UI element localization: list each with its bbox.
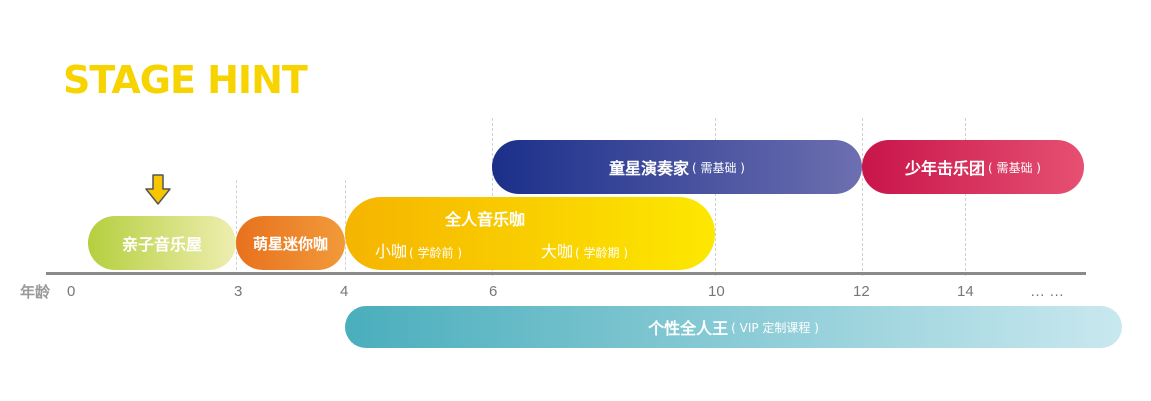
guide-line-10 (715, 118, 716, 276)
stage-cute-star-label: 萌星迷你咖 (252, 234, 328, 253)
tick-0: 0 (67, 283, 76, 300)
guide-line-3 (236, 180, 237, 275)
stage-vip-label: 个性全人王 (648, 319, 729, 338)
stage-star-performer-note: ( 需基础 ) (692, 160, 745, 175)
stage-all-round: 全人音乐咖 小咖( 学龄前 ) 大咖( 学龄期 ) (345, 197, 715, 270)
tick-14: 14 (957, 283, 974, 300)
stage-star-performer: 童星演奏家 ( 需基础 ) (492, 140, 862, 194)
tick-12: 12 (853, 283, 870, 300)
stage-vip: 个性全人王 ( VIP 定制课程 ) (345, 306, 1122, 348)
age-axis (46, 272, 1086, 275)
stage-vip-note: ( VIP 定制课程 ) (731, 320, 819, 335)
stage-all-round-label: 全人音乐咖 (445, 210, 526, 229)
stage-youth-band-label: 少年击乐团 (904, 159, 985, 178)
stage-star-performer-label: 童星演奏家 (608, 159, 689, 178)
tick-more: … … (1030, 283, 1065, 300)
stage-cute-star: 萌星迷你咖 (236, 216, 345, 270)
stage-youth-band: 少年击乐团 ( 需基础 ) (862, 140, 1084, 194)
age-axis-label: 年龄 (20, 283, 51, 301)
tick-6: 6 (489, 283, 498, 300)
stage-parent-child: 亲子音乐屋 (88, 216, 236, 270)
stage-parent-child-label: 亲子音乐屋 (121, 235, 202, 254)
guide-line-14 (965, 118, 966, 276)
stage-youth-band-note: ( 需基础 ) (988, 160, 1041, 175)
stage-small-note: ( 学龄前 ) (409, 246, 463, 260)
page-title: STAGE HINT (63, 58, 308, 102)
tick-3: 3 (234, 283, 243, 300)
tick-10: 10 (708, 283, 725, 300)
stage-small-label: 小咖 (375, 242, 408, 261)
guide-line-12 (862, 118, 863, 276)
stage-big: 大咖( 学龄期 ) (541, 238, 628, 262)
stage-big-note: ( 学龄期 ) (575, 246, 629, 260)
stage-big-label: 大咖 (541, 242, 574, 261)
tick-4: 4 (340, 283, 349, 300)
down-arrow-icon (145, 174, 171, 205)
stage-small: 小咖( 学龄前 ) (375, 238, 462, 262)
